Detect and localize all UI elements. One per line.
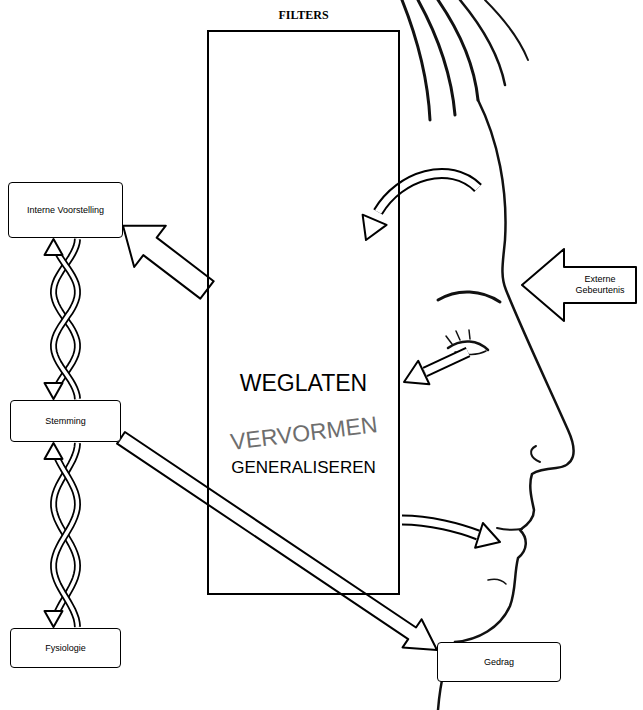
block-arrow	[117, 432, 437, 650]
nostril	[531, 446, 540, 462]
state-box: Stemming	[10, 400, 121, 442]
sense-arrow-outline	[378, 173, 478, 212]
filter-box: FILTERSWEGLATENVERVORMENGENERALISEREN	[207, 30, 400, 595]
block-arrow-shape	[117, 432, 437, 650]
event-arrow: Externe Gebeurtenis	[520, 245, 638, 325]
braid-arrow-head	[45, 383, 63, 399]
box-label: Fysiologie	[45, 643, 86, 654]
braid-arrow-head	[45, 443, 63, 459]
feedback-braid	[45, 239, 78, 399]
braid-outline	[54, 254, 78, 399]
sense-arrow-head	[475, 523, 500, 548]
box-label: Stemming	[45, 416, 86, 427]
block-arrow	[123, 226, 214, 299]
braid-fill	[54, 254, 78, 399]
sense-arrow-fill	[402, 520, 478, 535]
eye	[448, 341, 488, 350]
sense-arrows	[363, 173, 500, 547]
state-box: Interne Voorstelling	[8, 182, 123, 238]
sense-arrow-fill	[378, 173, 478, 212]
sense-arrow-fill	[425, 352, 468, 372]
sense-arrow-outline	[425, 352, 468, 372]
face	[438, 100, 574, 710]
braid-fill	[54, 458, 78, 627]
braid-arrow-head	[45, 239, 63, 255]
eyelashes	[446, 330, 470, 344]
filter-heading: FILTERS	[278, 8, 328, 23]
state-box: Gedrag	[437, 642, 561, 682]
filter-process-label: WEGLATEN	[240, 370, 367, 397]
hair	[402, 0, 528, 120]
box-label: Interne Voorstelling	[27, 205, 104, 216]
block-arrow-shape	[123, 226, 214, 299]
chin-line	[488, 579, 506, 584]
braid-arrow-head	[45, 611, 63, 627]
hair-strand	[485, 0, 528, 60]
filter-process-label: VERVORMEN	[228, 411, 378, 456]
event-label: Externe Gebeurtenis	[566, 268, 634, 302]
braid-outline	[54, 458, 78, 627]
state-box: Fysiologie	[10, 628, 121, 668]
sense-arrow-outline	[402, 520, 478, 535]
eyebrow	[438, 292, 500, 302]
lip-line	[497, 528, 522, 530]
event-arrow-outline	[522, 249, 636, 321]
sense-arrow-head	[404, 361, 429, 384]
sense-arrow-head	[363, 215, 387, 240]
feedback-braid	[45, 443, 78, 627]
filter-process-label: GENERALISEREN	[231, 458, 376, 478]
box-label: Gedrag	[484, 657, 514, 668]
